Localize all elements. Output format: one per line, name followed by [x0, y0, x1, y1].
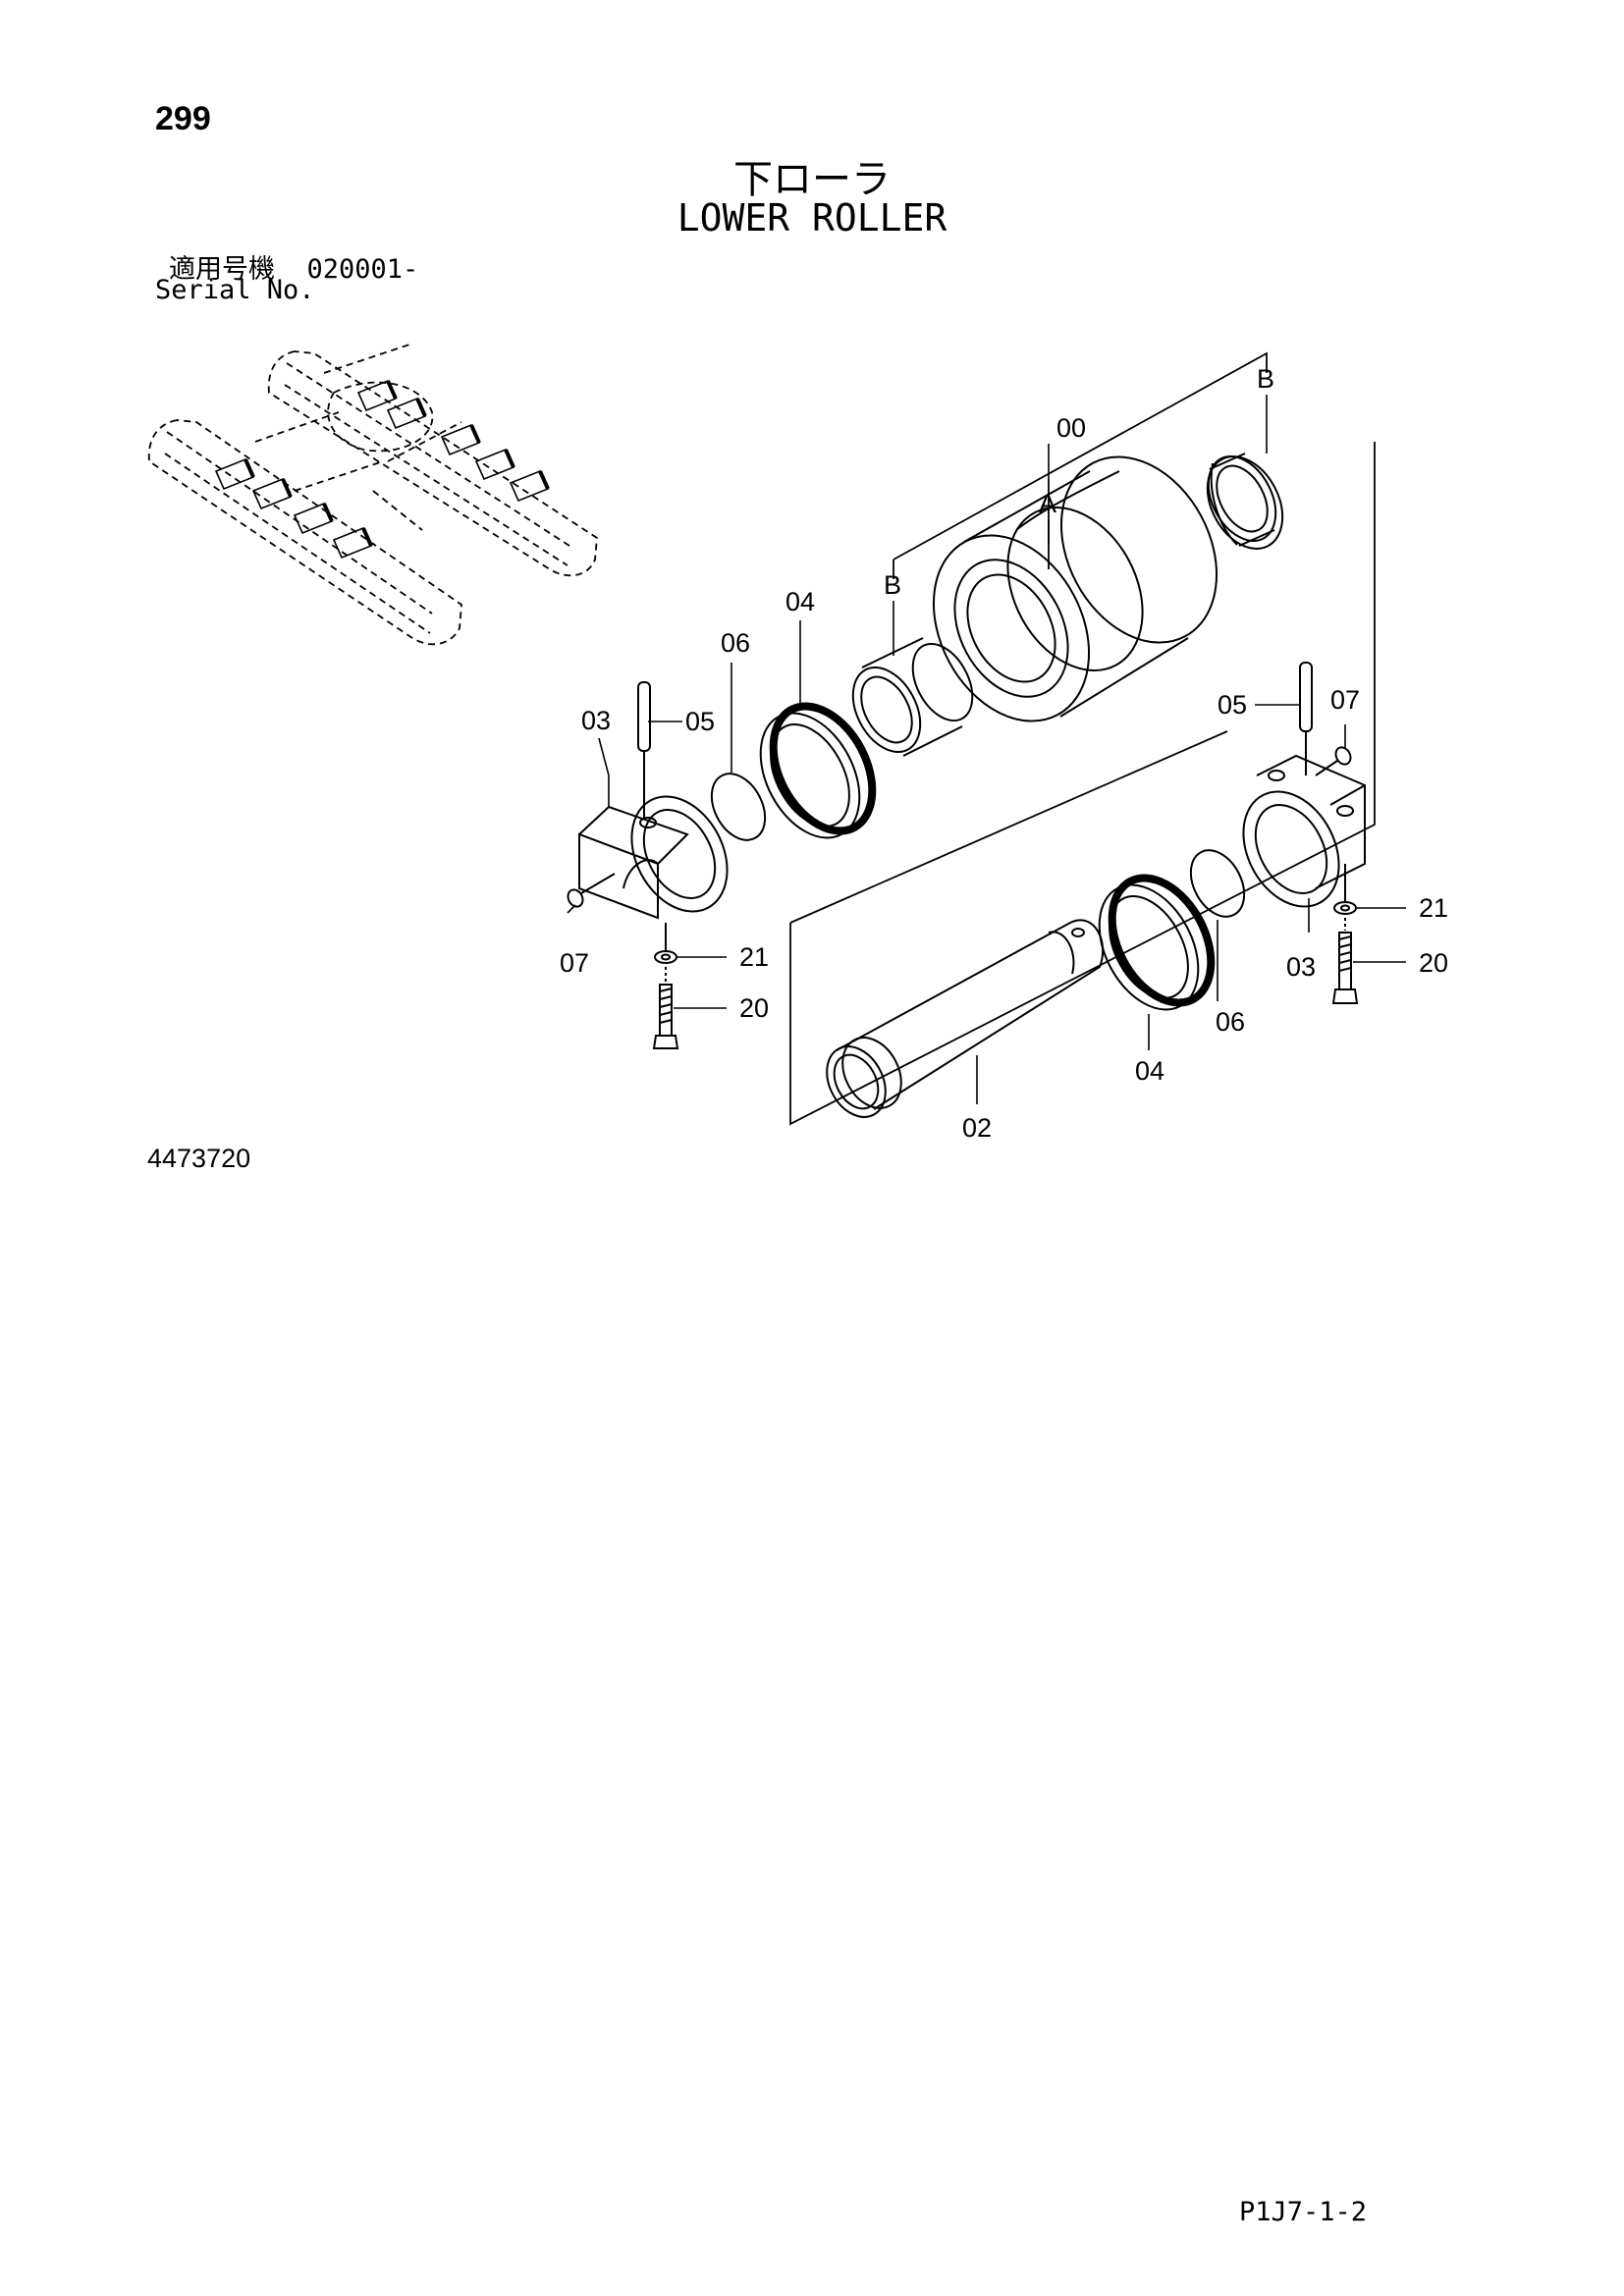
serial-value: 020001- [306, 254, 419, 285]
washer-left [654, 923, 677, 964]
roller-group-3 [356, 379, 427, 430]
plug-left [567, 873, 616, 908]
plug-right [1315, 746, 1352, 776]
callout-21-left: 21 [739, 942, 769, 972]
shaft [826, 919, 1105, 1118]
pin-left [637, 681, 651, 820]
bolt-right [1331, 918, 1359, 1004]
callout-04-bottom: 04 [1135, 1056, 1164, 1086]
callout-05-right: 05 [1218, 690, 1247, 720]
callout-03-right: 03 [1286, 952, 1316, 982]
title-japanese: 下ローラ [733, 157, 891, 202]
callout-20-right: 20 [1419, 948, 1448, 978]
callout-03-left: 03 [581, 706, 611, 735]
callout-05-left: 05 [685, 707, 715, 736]
serial-line-japanese: 適用号機 020001- [169, 247, 418, 286]
callout-B-left: B [884, 570, 901, 600]
leader-lines [567, 395, 1406, 1104]
callout-21-right: 21 [1419, 893, 1448, 923]
page-code: P1J7-1-2 [1239, 2197, 1368, 2227]
seal-left [759, 702, 877, 839]
callout-labels: 00 A B B 04 06 03 05 07 21 20 05 07 21 2… [560, 364, 1448, 1143]
callout-07-left: 07 [560, 948, 589, 978]
callout-06-top: 06 [721, 628, 750, 658]
figure-number: 4473720 [147, 1144, 251, 1173]
callout-07-right: 07 [1330, 685, 1360, 715]
roller-body [932, 455, 1218, 722]
roller-group-1 [214, 457, 293, 510]
undercarriage-overview [147, 343, 598, 646]
bolt-left [652, 967, 679, 1049]
washer-right [1333, 864, 1357, 915]
collar-right [1242, 754, 1366, 908]
assembly-bracket [789, 351, 1376, 1126]
callout-02: 02 [962, 1113, 992, 1143]
callout-B-top: B [1257, 364, 1274, 394]
bushing-top [1206, 453, 1284, 550]
seal-right [1098, 874, 1216, 1011]
o-ring-right [1189, 849, 1246, 918]
collar-left [578, 795, 729, 920]
title-english: LOWER ROLLER [677, 196, 947, 240]
callout-20-left: 20 [739, 993, 769, 1023]
roller-group-4 [440, 423, 550, 503]
callout-A: A [1039, 489, 1056, 518]
callout-04-top: 04 [785, 587, 815, 616]
page-number: 299 [155, 100, 211, 137]
bushing-left [851, 637, 974, 757]
o-ring-left [710, 773, 767, 841]
serial-label-english: Serial No. [155, 275, 315, 305]
serial-label-jp: 適用号機 [169, 254, 275, 285]
roller-group-2 [293, 502, 373, 560]
callout-00: 00 [1056, 413, 1086, 443]
pin-right [1299, 662, 1313, 775]
callout-06-bottom: 06 [1216, 1007, 1245, 1037]
roller-groups [214, 379, 550, 560]
